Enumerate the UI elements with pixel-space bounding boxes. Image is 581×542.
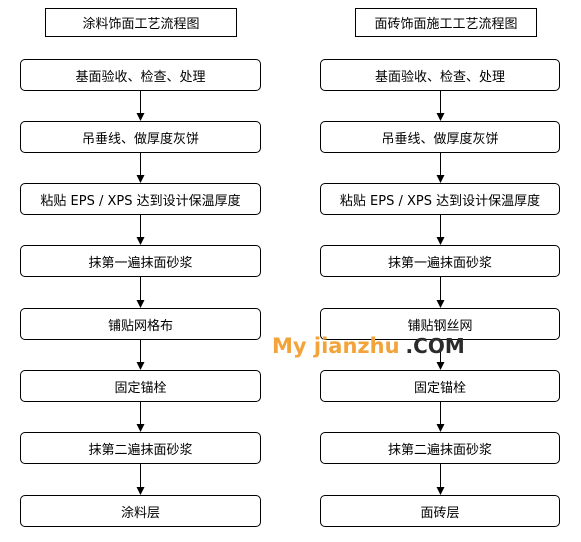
left-step-5: 铺贴网格布: [20, 308, 261, 340]
right-arrows: [436, 91, 445, 495]
right-step-4: 抹第一遍抹面砂浆: [320, 245, 560, 277]
left-flow-title: 涂料饰面工艺流程图: [45, 8, 237, 37]
right-flow-title: 面砖饰面施工工艺流程图: [355, 8, 537, 37]
left-step-3: 粘贴 EPS / XPS 达到设计保温厚度: [20, 183, 261, 215]
right-step-3: 粘贴 EPS / XPS 达到设计保温厚度: [320, 183, 560, 215]
right-step-7: 抹第二遍抹面砂浆: [320, 432, 560, 464]
site-watermark: My jianzhu.COM: [272, 334, 465, 358]
left-step-2: 吊垂线、做厚度灰饼: [20, 121, 261, 153]
right-step-1: 基面验收、检查、处理: [320, 59, 560, 91]
left-step-7: 抹第二遍抹面砂浆: [20, 432, 261, 464]
left-step-6: 固定锚栓: [20, 370, 261, 402]
right-step-5: 铺贴钢丝网: [320, 308, 560, 340]
left-step-4: 抹第一遍抹面砂浆: [20, 245, 261, 277]
watermark-brand: My jianzhu: [272, 334, 400, 358]
right-step-6: 固定锚栓: [320, 370, 560, 402]
left-step-8: 涂料层: [20, 495, 261, 527]
left-step-1: 基面验收、检查、处理: [20, 59, 261, 91]
left-arrows: [136, 91, 145, 495]
right-step-2: 吊垂线、做厚度灰饼: [320, 121, 560, 153]
right-step-8: 面砖层: [320, 495, 560, 527]
watermark-suffix: .COM: [405, 334, 465, 358]
